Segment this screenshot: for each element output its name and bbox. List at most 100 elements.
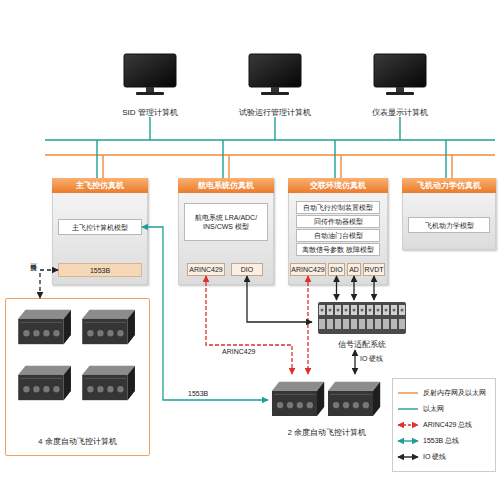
monitor-base [261,92,289,95]
flight-computer-unit [272,382,324,416]
bus-port-box: ARINC429 [290,263,326,276]
node-label: 航电系统 LRA/ADC/ INS/CWS 模型 [185,213,267,231]
flight-computer-unit [82,310,135,345]
model-box: 离散信号参数 故障模型 [296,243,380,256]
monitor-screen [124,54,176,87]
legend-text: ARINC429 总线 [423,420,472,430]
legend-line [398,424,418,425]
reflective-memory-bus [45,154,495,156]
bus-drop [222,140,223,178]
bus-drop [102,155,103,178]
monitor-icon [220,52,330,96]
monitor-computer: 试验运行管理计算机 [220,52,330,118]
monitor-base [136,92,164,95]
connector-label: ARINC429 [222,348,255,355]
node-label: 信号适配系统 [312,340,412,350]
legend-row: ARINC429 总线 [396,417,492,433]
bus-port-box: ARINC429 [187,263,225,276]
legend-row: 反射内存网及以太网 [396,385,492,401]
legend-row: IO 硬线 [396,449,492,465]
node-label: 2 余度自动飞控计算机 [268,428,386,438]
panel-header: 交联环境仿真机 [288,178,388,193]
monitor-computer: SID 管理计算机 [95,52,205,118]
node-label: 主飞控计算机模型 [72,223,128,232]
signal-adapter: 信号适配系统 [312,300,412,350]
flight-computer-unit [82,366,135,401]
monitor-stand [396,87,404,92]
connector [354,350,355,374]
model-box: 主飞控计算机模型 [58,219,142,235]
connector [247,276,312,322]
bus-drop [228,155,229,178]
connector [336,276,337,300]
legend-line [398,392,418,393]
bus-port-box: AD [347,263,361,276]
flight-computer-unit [328,382,380,416]
node-label: 1553B [90,267,110,274]
model-box: 自动油门台模型 [296,229,380,242]
bus-drop [334,140,335,178]
monitor-screen [374,54,426,87]
connector [353,276,354,300]
node-label: 离散信号参数 故障模型 [302,245,374,254]
monitor-computer: 仪表显示计算机 [345,52,455,118]
legend-text: 以太网 [423,404,444,414]
legend-box: 反射内存网及以太网以太网 ARINC429 总线 1553B 总线 IO 硬线 [392,378,496,472]
simulator-panel: 航电系统仿真机航电系统 LRA/ADC/ INS/CWS 模型ARINC429D… [178,178,274,285]
simulator-panel: 交联环境仿真机自动飞行控制装置模型回传作动器模型自动油门台模型离散信号参数 故障… [288,178,388,285]
panel-header: 飞机动力学仿真机 [402,178,496,193]
connector-label: 1553B [188,390,208,397]
model-box: 自动飞行控制装置模型 [296,201,380,214]
panel-header: 主飞控仿真机 [52,178,148,193]
bus-drop [451,155,452,178]
node-label: 自动油门台模型 [314,231,363,240]
monitor-stand [146,87,154,92]
connector [206,276,292,374]
legend-row: 1553B 总线 [396,433,492,449]
connector [307,276,308,374]
node-label: ARINC429 [189,266,222,273]
monitor-icon [345,52,455,96]
model-box: 航电系统 LRA/ADC/ INS/CWS 模型 [184,203,268,241]
model-box: 飞机动力学模型 [408,217,490,233]
legend-sample [396,405,420,413]
bus-drop [399,117,400,140]
legend-text: 反射内存网及以太网 [423,388,486,398]
simulator-panel: 飞机动力学仿真机飞机动力学模型 [402,178,496,250]
node-label: 飞机动力学模型 [425,221,474,230]
node-label: 试验运行管理计算机 [220,107,330,118]
computer-group: 4 余度自动飞控计算机 [5,298,150,456]
node-label: ARINC429 [291,266,324,273]
flight-computer-unit [18,366,71,401]
flight-computer-unit [18,310,71,345]
node-label: DIO [330,266,342,273]
bus-drop [445,140,446,178]
node-label: 仪表显示计算机 [345,107,455,118]
connector-label: IO 硬线 [360,354,383,364]
node-label: 4 余度自动飞控计算机 [6,437,149,447]
node-label: SID 管理计算机 [95,107,205,118]
bus-port-box: DIO [231,263,263,276]
node-label: 自动飞行控制装置模型 [303,203,373,212]
legend-sample [396,453,420,461]
bus-port-box: RVDT [363,263,385,276]
legend-sample [396,437,420,445]
legend-text: IO 硬线 [423,452,446,462]
bus-port-box: DIO [328,263,345,276]
bus-drop [96,140,97,178]
bus-port-box: 1553B [58,263,142,277]
model-box: 回传作动器模型 [296,215,380,228]
simulator-panel: 主飞控仿真机主飞控计算机模型 1553B [52,178,148,285]
node-label: 回传作动器模型 [314,217,363,226]
bus-drop [340,155,341,178]
legend-sample [396,389,420,397]
monitor-base [386,92,414,95]
connector [373,276,374,300]
connector [40,270,58,298]
legend-row: 以太网 [396,401,492,417]
node-label: AD [349,266,359,273]
node-label: DIO [241,266,253,273]
legend-line [398,456,418,457]
